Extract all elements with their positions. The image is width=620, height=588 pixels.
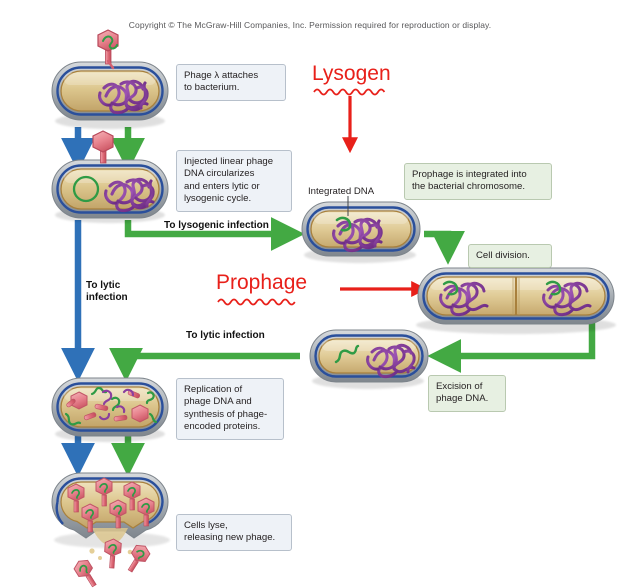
degraded-host-dna [98, 388, 135, 421]
cell-lysing [51, 472, 170, 588]
copyright-notice: Copyright © The McGraw-Hill Companies, I… [128, 20, 492, 30]
excised-phage-dna [334, 344, 360, 364]
arrow-excision-to-lytic [109, 347, 300, 382]
bacterial-dna [104, 177, 155, 213]
assembled-phages-inside [67, 477, 155, 533]
arrow-to-division [424, 230, 465, 265]
prophage-left [442, 280, 459, 296]
squiggle-underline-lysogen [313, 88, 386, 96]
prophage-right [545, 280, 562, 296]
squiggle-underline-prophage [217, 298, 296, 306]
callout-dna-circularizes: Injected linear phage DNA circularizes a… [176, 150, 292, 212]
ruptured-membrane [55, 477, 164, 526]
callout-phage-attaches: Phage λ attaches to bacterium. [176, 64, 286, 101]
phage-particle-attached [97, 29, 119, 70]
released-phages [73, 538, 151, 588]
bacterial-dna [366, 343, 416, 379]
arrow-to-lysogenic [124, 217, 305, 251]
callout-replication: Replication of phage DNA and synthesis o… [176, 378, 284, 440]
flow-arrows [61, 96, 596, 477]
label-to-lytic-infection-left: To lytic infection [86, 280, 128, 303]
callout-excision: Excision of phage DNA. [428, 375, 506, 412]
cell-phage-attaching [51, 29, 169, 129]
label-to-lytic-infection-mid: To lytic infection [186, 330, 265, 341]
cell-dividing [416, 267, 616, 334]
cell-integrated-prophage [301, 196, 421, 263]
cell-phage-replication [51, 377, 169, 442]
bacterial-dna [98, 79, 149, 115]
cell-excision [309, 329, 429, 389]
integrated-phage-dna [335, 216, 352, 232]
circular-phage-dna [72, 175, 100, 203]
label-to-lysogenic-infection: To lysogenic infection [164, 220, 269, 231]
annotation-prophage: Prophage [216, 271, 308, 294]
cell-dna-circularized [51, 130, 169, 223]
callout-cells-lyse: Cells lyse, releasing new phage. [176, 514, 292, 551]
annotation-lysogen: Lysogen [312, 62, 391, 85]
arrow-to-excision [427, 322, 596, 373]
phage-heads-pool [70, 391, 149, 423]
callout-cell-division: Cell division. [468, 244, 552, 269]
label-integrated-dna: Integrated DNA [308, 186, 375, 197]
callout-prophage-integrated: Prophage is integrated into the bacteria… [404, 163, 552, 200]
phage-particle-free [92, 130, 114, 164]
